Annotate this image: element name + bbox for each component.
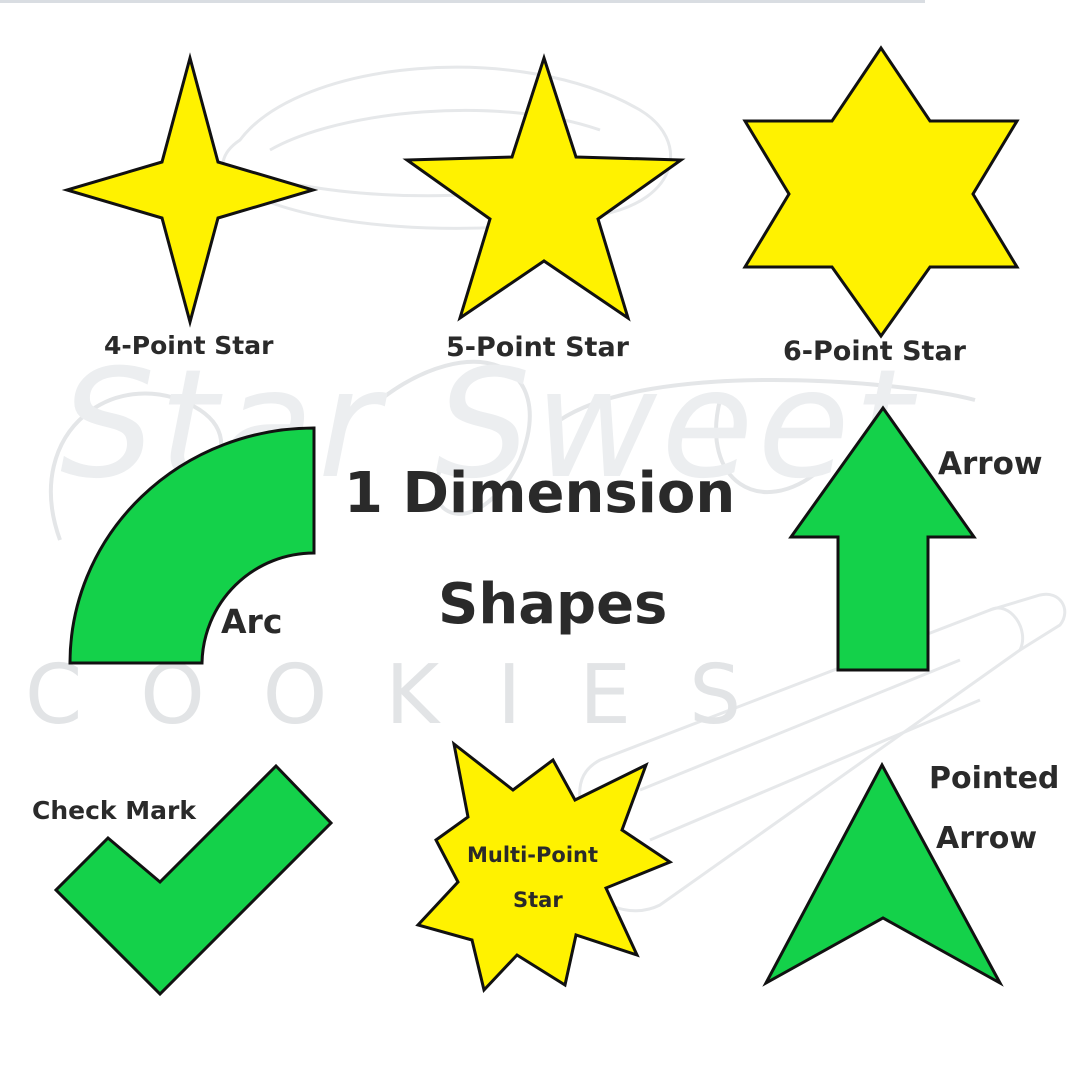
arc-label: Arc: [221, 602, 283, 641]
six-point-star-label: 6-Point Star: [783, 336, 967, 367]
multi-point-star-icon: [415, 740, 674, 994]
five-point-star-label: 5-Point Star: [446, 332, 630, 363]
arc-icon: [68, 426, 316, 665]
four-point-star-icon: [61, 52, 319, 328]
brand-script-swash: [48, 359, 976, 562]
multi-point-star-label-line-1: Multi-Point: [467, 843, 599, 867]
pointed-arrow-icon: [762, 761, 1004, 987]
six-point-star-icon: [742, 45, 1020, 339]
top-divider: [0, 0, 925, 3]
check-mark-label: Check Mark: [32, 796, 196, 825]
page-title-line-2: Shapes: [438, 572, 668, 637]
page-title-line-1: 1 Dimension: [344, 461, 736, 526]
multi-point-star-label-line-2: Star: [513, 888, 563, 912]
check-mark-icon: [53, 763, 334, 997]
four-point-star-label: 4-Point Star: [104, 331, 274, 360]
pointed-arrow-label-line-1: Pointed: [929, 761, 1060, 796]
pointed-arrow-label-line-2: Arrow: [936, 821, 1038, 856]
arrow-label: Arrow: [938, 446, 1043, 482]
arrow-icon: [788, 405, 977, 672]
five-point-star-icon: [402, 53, 686, 322]
watermark-brand-word: COOKIES: [25, 648, 800, 743]
rolling-pin-sketch-icon: [578, 592, 1067, 913]
